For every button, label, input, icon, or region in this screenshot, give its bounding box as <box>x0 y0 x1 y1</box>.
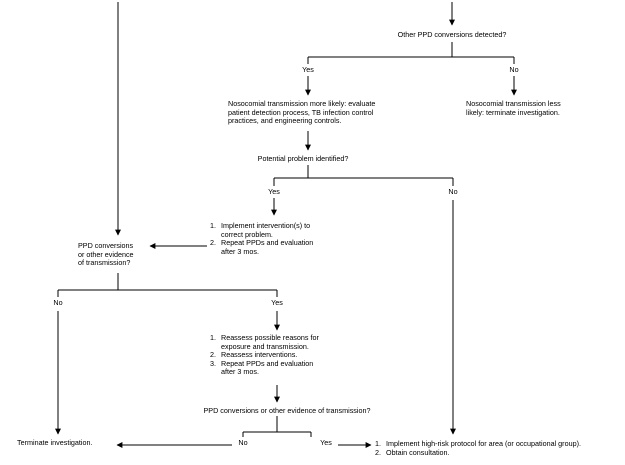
final-step: 2. Obtain consultation. <box>375 447 581 458</box>
step-number: 1. <box>210 221 216 230</box>
nosocomial-less-likely-box: Nosocomial transmission less likely: ter… <box>466 99 561 117</box>
step-line: Implement intervention(s) to <box>221 221 311 230</box>
nosocomial-more-likely-box: Nosocomial transmission more likely: eva… <box>228 99 376 126</box>
step-number: 2. <box>210 238 216 248</box>
step-line: Obtain consultation. <box>386 447 450 457</box>
step-number: 2. <box>375 447 381 457</box>
q3-line: or other evidence <box>78 249 134 259</box>
nosocomial-less-likely-line: Nosocomial transmission less <box>466 99 561 108</box>
terminate-investigation: Terminate investigation. <box>17 438 93 447</box>
step-line: exposure and transmission. <box>221 341 309 351</box>
q3-line: of transmission? <box>78 258 131 268</box>
question-other-ppd-conversions: Other PPD conversions detected? <box>397 30 507 39</box>
nosocomial-more-likely-line: patient detection process, TB infection … <box>228 107 374 117</box>
step-line: after 3 mos. <box>221 367 259 377</box>
q4-yes-label: Yes <box>320 438 332 447</box>
question-potential-problem: Potential problem identified? <box>257 154 349 163</box>
final-step: 1. Implement high-risk protocol for area … <box>375 439 581 449</box>
q3-yes-label: Yes <box>271 298 283 307</box>
step-number: 1. <box>210 333 216 342</box>
step-line: Repeat PPDs and evaluation <box>221 358 314 368</box>
q1-yes-label: Yes <box>302 65 314 74</box>
q2-no-label: No <box>448 187 458 196</box>
step-line: Implement high-risk protocol for area (o… <box>386 439 581 448</box>
step-line: correct problem. <box>221 229 273 239</box>
step-line: Reassess possible reasons for <box>221 333 319 342</box>
q3-no-label: No <box>53 298 63 307</box>
final-steps: 1. Implement high-risk protocol for area … <box>375 439 581 458</box>
step-line: Reassess interventions. <box>221 350 298 360</box>
step-line: Repeat PPDs and evaluation <box>221 238 314 248</box>
question-ppd-conversions-left: PPD conversions or other evidence of tra… <box>78 241 134 268</box>
nosocomial-more-likely-line: Nosocomial transmission more likely: eva… <box>228 99 376 108</box>
step-line: after 3 mos. <box>221 246 259 256</box>
step-number: 3. <box>210 358 216 368</box>
reassess-step: 2. Reassess interventions. <box>210 351 319 360</box>
nosocomial-more-likely-line: practices, and engineering controls. <box>228 116 342 126</box>
q2-yes-label: Yes <box>268 187 280 196</box>
nosocomial-less-likely-line: likely: terminate investigation. <box>466 107 560 117</box>
q1-no-label: No <box>509 65 519 74</box>
step-number: 1. <box>375 439 381 448</box>
q3-line: PPD conversions <box>78 241 134 250</box>
step-number: 2. <box>210 350 216 360</box>
q4-no-label: No <box>238 438 248 447</box>
question-ppd-conversions-bottom: PPD conversions or other evidence of tra… <box>203 406 371 415</box>
